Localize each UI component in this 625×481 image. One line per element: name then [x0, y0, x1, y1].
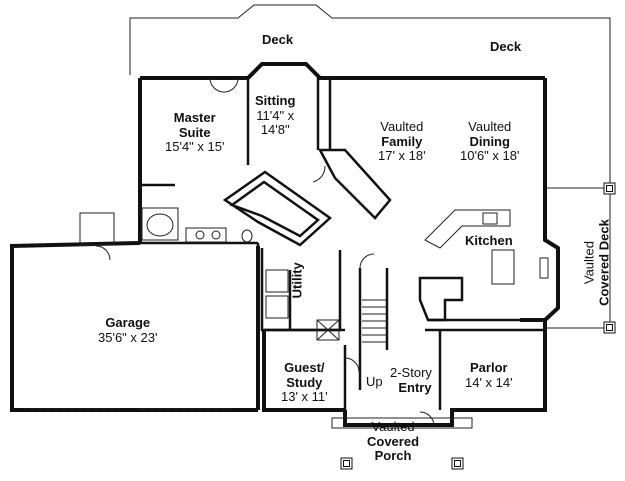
master-suite-name-line2: Suite	[178, 124, 211, 140]
porch-name-line1: Covered	[367, 433, 420, 449]
room-label-master-suite: Master Suite 15'4" x 15'	[165, 110, 225, 155]
master-suite-name-line1: Master	[173, 110, 216, 125]
interior-walls	[140, 78, 545, 410]
room-label-porch: Vaulted Covered Porch	[367, 419, 420, 464]
exterior-walls	[10, 62, 560, 427]
sitting-dims-line1: 11'4" x	[256, 107, 295, 123]
dining-name: Dining	[469, 133, 510, 149]
covered-deck-name: Covered Deck	[596, 219, 611, 306]
kitchen-name: Kitchen	[465, 233, 513, 248]
room-label-utility: Utility	[289, 252, 306, 308]
family-prefix: Vaulted	[380, 119, 424, 134]
parlor-name: Parlor	[470, 360, 508, 375]
deck-top-name: Deck	[262, 32, 294, 47]
room-label-covered-deck: Vaulted Covered Deck	[581, 203, 611, 323]
room-label-dining: Vaulted Dining 10'6" x 18'	[460, 119, 520, 164]
room-label-garage: Garage 35'6" x 23'	[98, 315, 158, 345]
room-label-deck-top: Deck	[262, 32, 294, 48]
doors	[95, 77, 435, 427]
family-name: Family	[381, 133, 423, 149]
master-suite-dims: 15'4" x 15'	[165, 139, 225, 155]
room-label-kitchen: Kitchen	[465, 233, 513, 249]
dining-dims: 10'6" x 18'	[460, 148, 520, 164]
room-label-sitting: Sitting 11'4" x 14'8"	[255, 93, 296, 138]
deck-right-name: Deck	[490, 39, 522, 54]
guest-study-dims: 13' x 11'	[281, 389, 328, 405]
stairs-up-label: Up	[366, 374, 383, 390]
stairs-up-text: Up	[366, 374, 383, 389]
deck-outline	[129, 4, 611, 329]
porch-name-line2: Porch	[374, 448, 412, 464]
guest-study-name-line2: Study	[286, 374, 323, 390]
parlor-dims: 14' x 14'	[465, 374, 513, 390]
garage-name: Garage	[105, 315, 151, 330]
entry-prefix: 2-Story	[390, 365, 432, 380]
sitting-dims-line2: 14'8"	[260, 122, 290, 138]
covered-deck-prefix: Vaulted	[581, 240, 597, 285]
room-label-deck-right: Deck	[490, 39, 522, 55]
room-label-parlor: Parlor 14' x 14'	[465, 360, 513, 390]
deck-posts	[340, 182, 616, 470]
sitting-name: Sitting	[255, 93, 296, 108]
room-label-family: Vaulted Family 17' x 18'	[378, 119, 426, 164]
fixtures	[30, 207, 549, 429]
room-label-guest-study: Guest/ Study 13' x 11'	[281, 360, 328, 405]
family-dims: 17' x 18'	[378, 148, 426, 164]
entry-name: Entry	[398, 379, 432, 395]
dining-prefix: Vaulted	[468, 119, 512, 134]
porch-prefix: Vaulted	[371, 419, 415, 434]
room-label-entry: 2-Story Entry	[390, 365, 432, 395]
garage-dims: 35'6" x 23'	[98, 329, 158, 345]
guest-study-name-line1: Guest/	[284, 360, 325, 375]
utility-name: Utility	[289, 262, 305, 299]
